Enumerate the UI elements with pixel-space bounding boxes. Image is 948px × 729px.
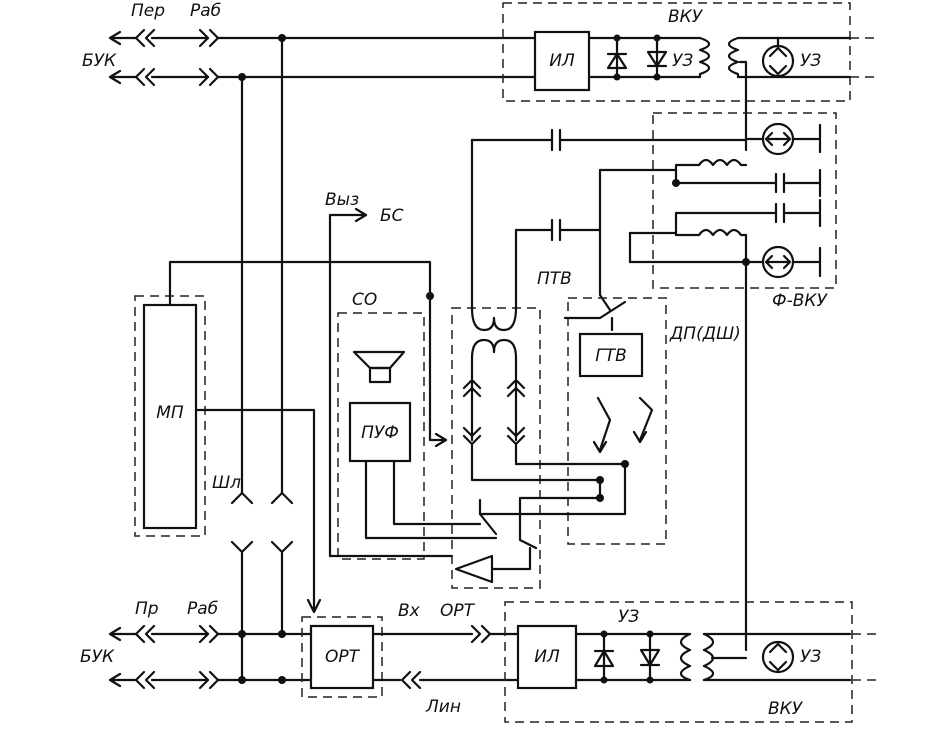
- mp-top-wire: [168, 260, 432, 307]
- label-uz-top-right: УЗ: [800, 51, 821, 71]
- uz-top-diodes: [587, 34, 702, 81]
- mp-label: МП: [156, 403, 184, 423]
- ort-frame: [301, 616, 383, 698]
- bottom-line-right: [371, 624, 520, 690]
- bottom-line-group: [108, 624, 312, 690]
- label-shl: Шл: [212, 473, 241, 493]
- top-line-2-connector: [134, 67, 220, 87]
- label-pr: Пр: [135, 599, 159, 619]
- ort-box-label: ОРТ: [325, 647, 361, 667]
- label-uz-bottom-right: УЗ: [800, 647, 821, 667]
- uz-bottom-diodes: [574, 630, 692, 684]
- label-per: Пер: [131, 1, 165, 21]
- puf-input: [428, 294, 448, 448]
- ptv-plugs: [462, 356, 526, 446]
- label-bs: БС: [380, 206, 404, 226]
- label-f-vku: Ф-ВКУ: [772, 291, 829, 311]
- transformer-bottom: [679, 632, 762, 682]
- label-buk-bottom: БУК: [80, 647, 115, 667]
- label-vku-bottom: ВКУ: [768, 699, 804, 719]
- ptv-switch: [563, 300, 627, 332]
- label-uz-top-left: УЗ: [672, 51, 693, 71]
- amplifier: [454, 546, 532, 584]
- ptv-switches: [478, 508, 538, 550]
- top-line-group: [108, 28, 537, 87]
- label-ptv: ПТВ: [537, 269, 572, 289]
- label-uz-bottom-top: УЗ: [618, 607, 639, 627]
- top-line-continue: [850, 37, 880, 78]
- puf-wires: [328, 459, 498, 558]
- ptv-transformer: [470, 306, 518, 332]
- ort-box: [309, 624, 375, 690]
- cap-wires: [470, 128, 748, 312]
- top-line-1-connector: [134, 28, 220, 48]
- il-bottom-box: [516, 624, 578, 690]
- ptv-coil: [470, 338, 518, 360]
- vyz-arrow: [328, 207, 368, 558]
- vku-top-frame: [502, 2, 851, 102]
- gtv-label: ГТВ: [595, 346, 627, 366]
- label-rab-top: Раб: [190, 1, 221, 21]
- top-line-1-arrow: [108, 30, 138, 46]
- dp-frame: [567, 297, 667, 545]
- label-buk-top: БУК: [82, 51, 117, 71]
- label-vx: Вх: [398, 601, 421, 621]
- il-top-box: [533, 30, 591, 92]
- gtv-rays: [592, 396, 654, 454]
- co-frame: [337, 312, 425, 560]
- uz-bottom-right: [758, 632, 852, 682]
- label-co: СО: [352, 290, 377, 310]
- ptv-frame: [451, 307, 541, 589]
- top-line-2-arrow: [108, 69, 138, 85]
- vku-bottom-frame: [504, 601, 853, 723]
- label-ort-line: ОРТ: [440, 601, 476, 621]
- label-vyz: Выз: [325, 190, 359, 210]
- ptv-to-gtv: [470, 442, 627, 516]
- puf-box: [348, 401, 412, 463]
- label-vku-top: ВКУ: [668, 7, 704, 27]
- f-vku-frame: [652, 112, 837, 289]
- label-lin: Лин: [425, 697, 461, 717]
- gtv-box: [578, 332, 644, 378]
- il-top-label: ИЛ: [549, 51, 575, 71]
- label-rab-bottom: Раб: [187, 599, 218, 619]
- f-vku-components: [628, 60, 822, 652]
- speaker-icon: [352, 350, 406, 384]
- transformer-top: [698, 36, 762, 79]
- label-dp: ДП(ДШ): [669, 324, 741, 344]
- bottom-line-continue: [852, 633, 880, 681]
- shl-connector: [230, 36, 294, 682]
- uz-top-right: [758, 36, 852, 79]
- il-bottom-label: ИЛ: [534, 647, 560, 667]
- puf-label: ПУФ: [361, 423, 399, 443]
- mp-right-wire: [194, 408, 322, 614]
